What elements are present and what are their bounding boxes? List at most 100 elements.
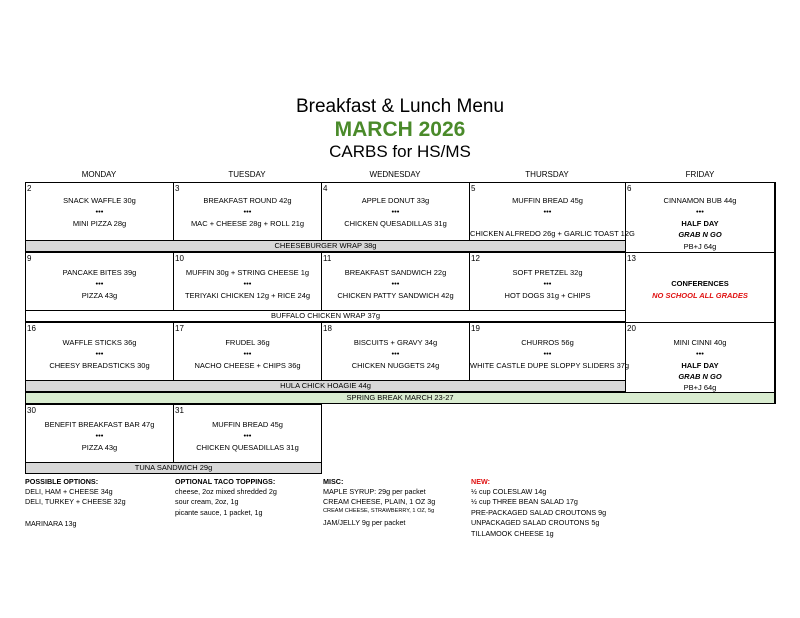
page-subtitle: CARBS for HS/MS — [329, 142, 471, 161]
misc-item: MAPLE SYRUP: 29g per packet — [323, 487, 426, 496]
lunch-item: PB+J 64g — [683, 242, 717, 251]
day-cell: 6 CINNAMON BUB 44g ••• HALF DAY GRAB N G… — [625, 182, 775, 253]
lunch-item: CHEESY BREADSTICKS 30g — [49, 361, 150, 370]
lunch-item: TERIYAKI CHICKEN 12g + RICE 24g — [184, 291, 311, 300]
day-number: 19 — [471, 324, 480, 333]
possible-options-heading: POSSIBLE OPTIONS: — [25, 477, 99, 486]
possible-option: MARINARA 13g — [25, 519, 77, 528]
day-number: 9 — [27, 254, 32, 263]
day-cell: 12 SOFT PRETZEL 32g ••• HOT DOGS 31g + C… — [469, 252, 626, 311]
breakfast-item: BENEFIT BREAKFAST BAR 47g — [44, 420, 155, 429]
day-number: 20 — [627, 324, 636, 333]
separator-dots: ••• — [243, 279, 252, 288]
breakfast-item: SOFT PRETZEL 32g — [512, 268, 583, 277]
day-cell: 5 MUFFIN BREAD 45g ••• CHICKEN ALFREDO 2… — [469, 182, 635, 241]
lunch-item: CHICKEN QUESADILLAS 31g — [344, 219, 447, 228]
half-day-label: HALF DAY — [681, 361, 719, 370]
separator-dots: ••• — [95, 207, 104, 216]
day-number: 17 — [175, 324, 184, 333]
header-friday: FRIDAY — [685, 170, 715, 179]
weekly-alt-bar: HULA CHICK HOAGIE 44g — [25, 380, 626, 392]
lunch-item: CHICKEN NUGGETS 24g — [351, 361, 440, 370]
day-number: 10 — [175, 254, 184, 263]
new-item: TILLAMOOK CHEESE 1g — [471, 529, 554, 538]
lunch-item: PIZZA 43g — [81, 443, 118, 452]
breakfast-item: BREAKFAST ROUND 42g — [203, 196, 292, 205]
separator-dots: ••• — [391, 279, 400, 288]
new-heading: NEW: — [471, 477, 491, 486]
breakfast-item: SNACK WAFFLE 30g — [63, 196, 136, 205]
day-number: 4 — [323, 184, 328, 193]
possible-option: DELI, TURKEY + CHEESE 32g — [25, 497, 126, 506]
breakfast-item: FRUDEL 36g — [225, 338, 270, 347]
lunch-item: CHICKEN QUESADILLAS 31g — [196, 443, 299, 452]
breakfast-item: WAFFLE STICKS 36g — [62, 338, 137, 347]
day-number: 12 — [471, 254, 480, 263]
day-number: 16 — [27, 324, 36, 333]
spring-break-banner: SPRING BREAK MARCH 23-27 — [25, 392, 775, 404]
weekly-alt-bar: TUNA SANDWICH 29g — [25, 462, 322, 474]
weekly-alt-bar: BUFFALO CHICKEN WRAP 37g — [25, 310, 626, 322]
separator-dots: ••• — [95, 431, 104, 440]
separator-dots: ••• — [543, 349, 552, 358]
day-number: 30 — [27, 406, 36, 415]
grab-n-go-label: GRAB N GO — [678, 372, 722, 381]
day-cell: 18 BISCUITS + GRAVY 34g ••• CHICKEN NUGG… — [321, 322, 470, 381]
separator-dots: ••• — [391, 207, 400, 216]
lunch-item: WHITE CASTLE DUPE SLOPPY SLIDERS 37g — [470, 361, 630, 370]
separator-dots: ••• — [95, 279, 104, 288]
lunch-item: CHICKEN PATTY SANDWICH 42g — [337, 291, 454, 300]
breakfast-item: MUFFIN BREAD 45g — [212, 420, 283, 429]
separator-dots: ••• — [243, 349, 252, 358]
header-wednesday: WEDNESDAY — [369, 170, 421, 179]
day-cell: 30 BENEFIT BREAKFAST BAR 47g ••• PIZZA 4… — [25, 404, 174, 463]
separator-dots: ••• — [391, 349, 400, 358]
separator-dots: ••• — [243, 431, 252, 440]
conferences-label: CONFERENCES — [671, 279, 729, 288]
separator-dots: ••• — [696, 349, 704, 358]
lunch-item: MINI PIZZA 28g — [72, 219, 127, 228]
lunch-item: MAC + CHEESE 28g + ROLL 21g — [190, 219, 305, 228]
header-monday: MONDAY — [81, 170, 117, 179]
lunch-item: HOT DOGS 31g + CHIPS — [504, 291, 591, 300]
breakfast-item: MUFFIN 30g + STRING CHEESE 1g — [185, 268, 310, 277]
day-cell: 3 BREAKFAST ROUND 42g ••• MAC + CHEESE 2… — [173, 182, 322, 241]
no-school-label: NO SCHOOL ALL GRADES — [652, 291, 748, 300]
misc-heading: MISC: — [323, 477, 344, 486]
new-item: PRE-PACKAGED SALAD CROUTONS 9g — [471, 508, 607, 517]
day-cell: 31 MUFFIN BREAD 45g ••• CHICKEN QUESADIL… — [173, 404, 322, 463]
half-day-label: HALF DAY — [681, 219, 719, 228]
lunch-item: NACHO CHEESE + CHIPS 36g — [194, 361, 301, 370]
taco-topping: picante sauce, 1 packet, 1g — [175, 508, 263, 517]
weekly-alt-bar: CHEESEBURGER WRAP 38g — [25, 240, 626, 252]
day-number: 11 — [323, 254, 332, 263]
breakfast-item: BISCUITS + GRAVY 34g — [353, 338, 438, 347]
new-item: UNPACKAGED SALAD CROUTONS 5g — [471, 518, 600, 527]
misc-item: JAM/JELLY 9g per packet — [323, 518, 406, 527]
day-cell: 20 MINI CINNI 40g ••• HALF DAY GRAB N GO… — [625, 322, 775, 393]
day-number: 6 — [627, 184, 632, 193]
day-cell: 11 BREAKFAST SANDWICH 22g ••• CHICKEN PA… — [321, 252, 470, 311]
new-item: ½ cup COLESLAW 14g — [471, 487, 547, 496]
day-number: 13 — [627, 254, 636, 263]
day-cell: 2 SNACK WAFFLE 30g ••• MINI PIZZA 28g — [25, 182, 174, 241]
lunch-item: CHICKEN ALFREDO 26g + GARLIC TOAST 12G — [470, 229, 635, 238]
breakfast-item: BREAKFAST SANDWICH 22g — [344, 268, 447, 277]
separator-dots: ••• — [243, 207, 252, 216]
taco-toppings-heading: OPTIONAL TACO TOPPINGS: — [175, 477, 276, 486]
day-number: 18 — [323, 324, 332, 333]
lunch-item: PB+J 64g — [683, 383, 717, 392]
breakfast-item: MUFFIN BREAD 45g — [512, 196, 583, 205]
day-cell: 13 CONFERENCES NO SCHOOL ALL GRADES — [625, 252, 775, 323]
day-cell: 19 CHURROS 56g ••• WHITE CASTLE DUPE SLO… — [469, 322, 630, 381]
day-cell: 4 APPLE DONUT 33g ••• CHICKEN QUESADILLA… — [321, 182, 470, 241]
breakfast-item: PANCAKE BITES 39g — [62, 268, 137, 277]
day-cell: 9 PANCAKE BITES 39g ••• PIZZA 43g — [25, 252, 174, 311]
breakfast-item: CHURROS 56g — [521, 338, 574, 347]
breakfast-item: CINNAMON BUB 44g — [663, 196, 737, 205]
day-number: 5 — [471, 184, 476, 193]
breakfast-item: MINI CINNI 40g — [673, 338, 727, 347]
separator-dots: ••• — [696, 207, 704, 216]
new-item: ½ cup THREE BEAN SALAD 17g — [471, 497, 578, 506]
grab-n-go-label: GRAB N GO — [678, 230, 722, 239]
